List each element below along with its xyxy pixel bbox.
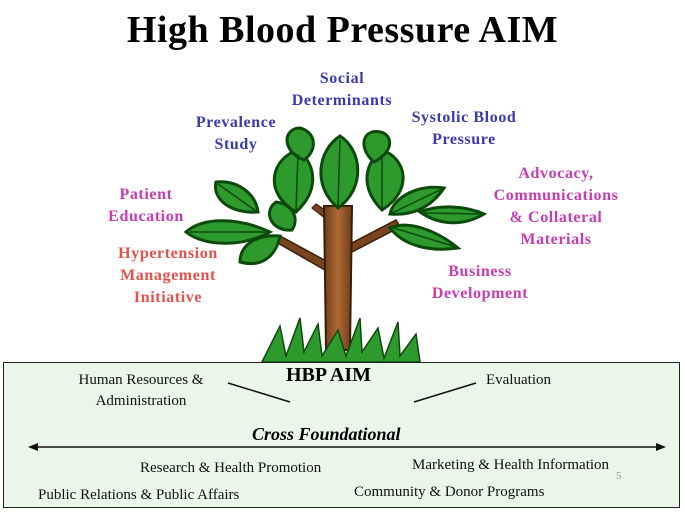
label-human-resources: Human Resources & Administration	[56, 370, 226, 412]
label-business-development: Business Development	[418, 261, 542, 305]
leaf-veins	[190, 139, 483, 248]
label-line: Study	[214, 136, 258, 153]
page-title: High Blood Pressure AIM	[126, 9, 559, 51]
label-marketing: Marketing & Health Information	[412, 457, 610, 473]
center-label-hbp-aim: HBP AIM	[286, 364, 372, 386]
label-line: Initiative	[133, 289, 203, 306]
label-line: Management	[120, 267, 216, 284]
label-line: Social	[319, 70, 365, 87]
label-cross-foundational: Cross Foundational	[252, 424, 401, 444]
connector-right	[413, 382, 477, 403]
label-line: Systolic Blood	[411, 109, 517, 126]
label-line: Pressure	[432, 131, 496, 148]
label-hypertension-management: Hypertension Management Initiative	[100, 243, 236, 309]
label-evaluation: Evaluation	[486, 372, 551, 388]
connector-left	[227, 382, 291, 403]
label-line: Communications	[493, 187, 619, 204]
label-research: Research & Health Promotion	[140, 460, 322, 476]
grass	[260, 317, 421, 363]
leaf	[362, 130, 392, 164]
label-systolic-blood-pressure: Systolic Blood Pressure	[400, 107, 528, 151]
label-line: Hypertension	[118, 245, 218, 262]
leaf	[365, 148, 405, 212]
arrow-right-head	[656, 443, 666, 451]
label-public-relations: Public Relations & Public Affairs	[38, 487, 240, 503]
label-line: Advocacy,	[518, 165, 594, 182]
leaf	[268, 200, 297, 232]
leaf	[238, 234, 282, 265]
leaf	[272, 148, 315, 214]
label-line: Development	[431, 285, 529, 302]
label-advocacy: Advocacy, Communications & Collateral Ma…	[478, 163, 634, 251]
label-line: Administration	[95, 393, 187, 409]
leaf	[416, 205, 488, 225]
label-line: Human Resources &	[78, 372, 204, 388]
label-line: Education	[108, 208, 184, 225]
label-line: Prevalence	[195, 114, 277, 131]
label-line: Patient	[119, 186, 173, 203]
label-line: Determinants	[291, 92, 393, 109]
label-community: Community & Donor Programs	[354, 484, 545, 500]
label-line: Business	[448, 263, 512, 280]
page-number: 5	[616, 470, 622, 482]
arrow-left-head	[28, 443, 38, 451]
label-line: & Collateral	[509, 209, 603, 226]
label-patient-education: Patient Education	[96, 184, 196, 228]
leaf	[285, 126, 315, 162]
label-line: Materials	[520, 231, 592, 248]
foundation-box	[3, 362, 680, 508]
label-prevalence-study: Prevalence Study	[186, 112, 286, 156]
label-social-determinants: Social Determinants	[282, 68, 402, 112]
